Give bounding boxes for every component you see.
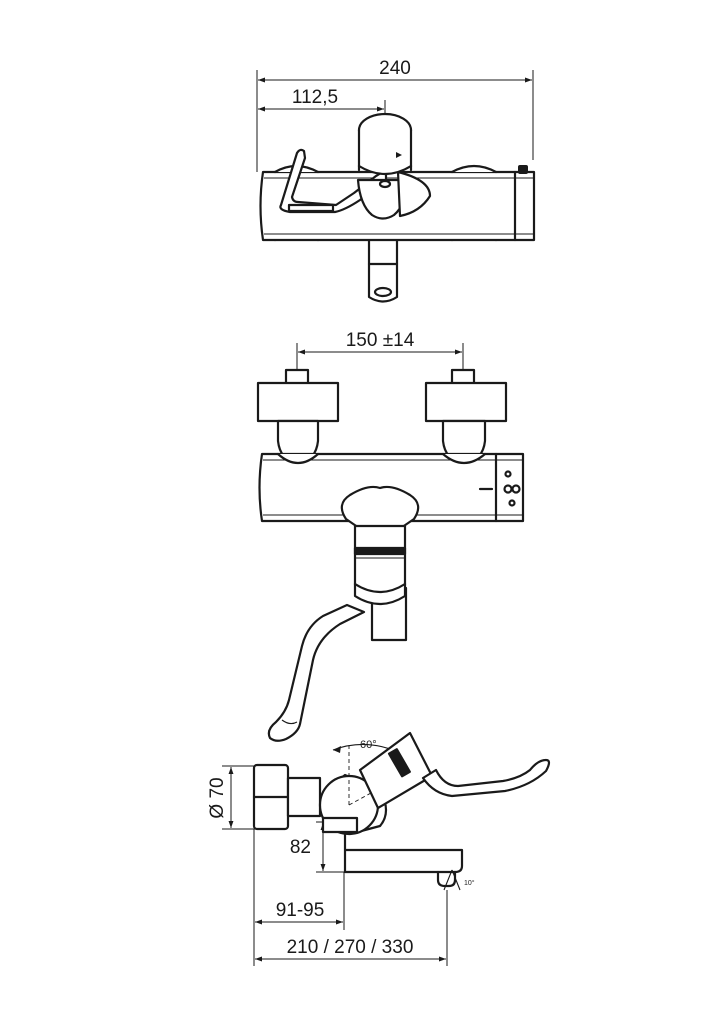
union-right (424, 368, 508, 467)
dimension-label-lever-angle: 60° (360, 739, 377, 751)
front-view: 150 ±14 (256, 330, 525, 742)
dimension-label-spout-reach: 210 / 270 / 330 (287, 937, 414, 958)
cartridge-head-top (356, 112, 432, 220)
dimension-label-spout-angle: 10° (464, 879, 475, 887)
top-view: 240 112,5 (256, 58, 536, 303)
lever-handle-front (267, 603, 366, 742)
lever-handle-top (279, 148, 388, 214)
dimension-connection-spacing: 150 ±14 (296, 330, 464, 376)
dimension-spout-reach: 210 / 270 / 330 (255, 890, 448, 966)
dimension-wall-offset: 91-95 (253, 829, 345, 966)
side-view: Ø 70 82 10° (207, 731, 551, 966)
dimension-label-overall-width: 240 (379, 58, 411, 79)
cartridge-front (340, 485, 420, 606)
dimension-label-height: 82 (290, 837, 311, 858)
dimension-label-connection-spacing: 150 ±14 (346, 330, 415, 351)
wall-rosette-side (252, 763, 322, 831)
spout-top-view (367, 230, 399, 303)
dimension-label-wall-offset: 91-95 (276, 900, 325, 921)
dimension-overall-width: 240 (256, 58, 534, 172)
union-left (256, 368, 340, 467)
dimension-diameter: Ø 70 (207, 765, 260, 830)
dimension-label-handle-axis: 112,5 (292, 87, 338, 108)
lever-handle-side (358, 731, 551, 810)
spout-side: 10° (343, 828, 475, 891)
dimension-label-diameter: Ø 70 (207, 777, 228, 818)
